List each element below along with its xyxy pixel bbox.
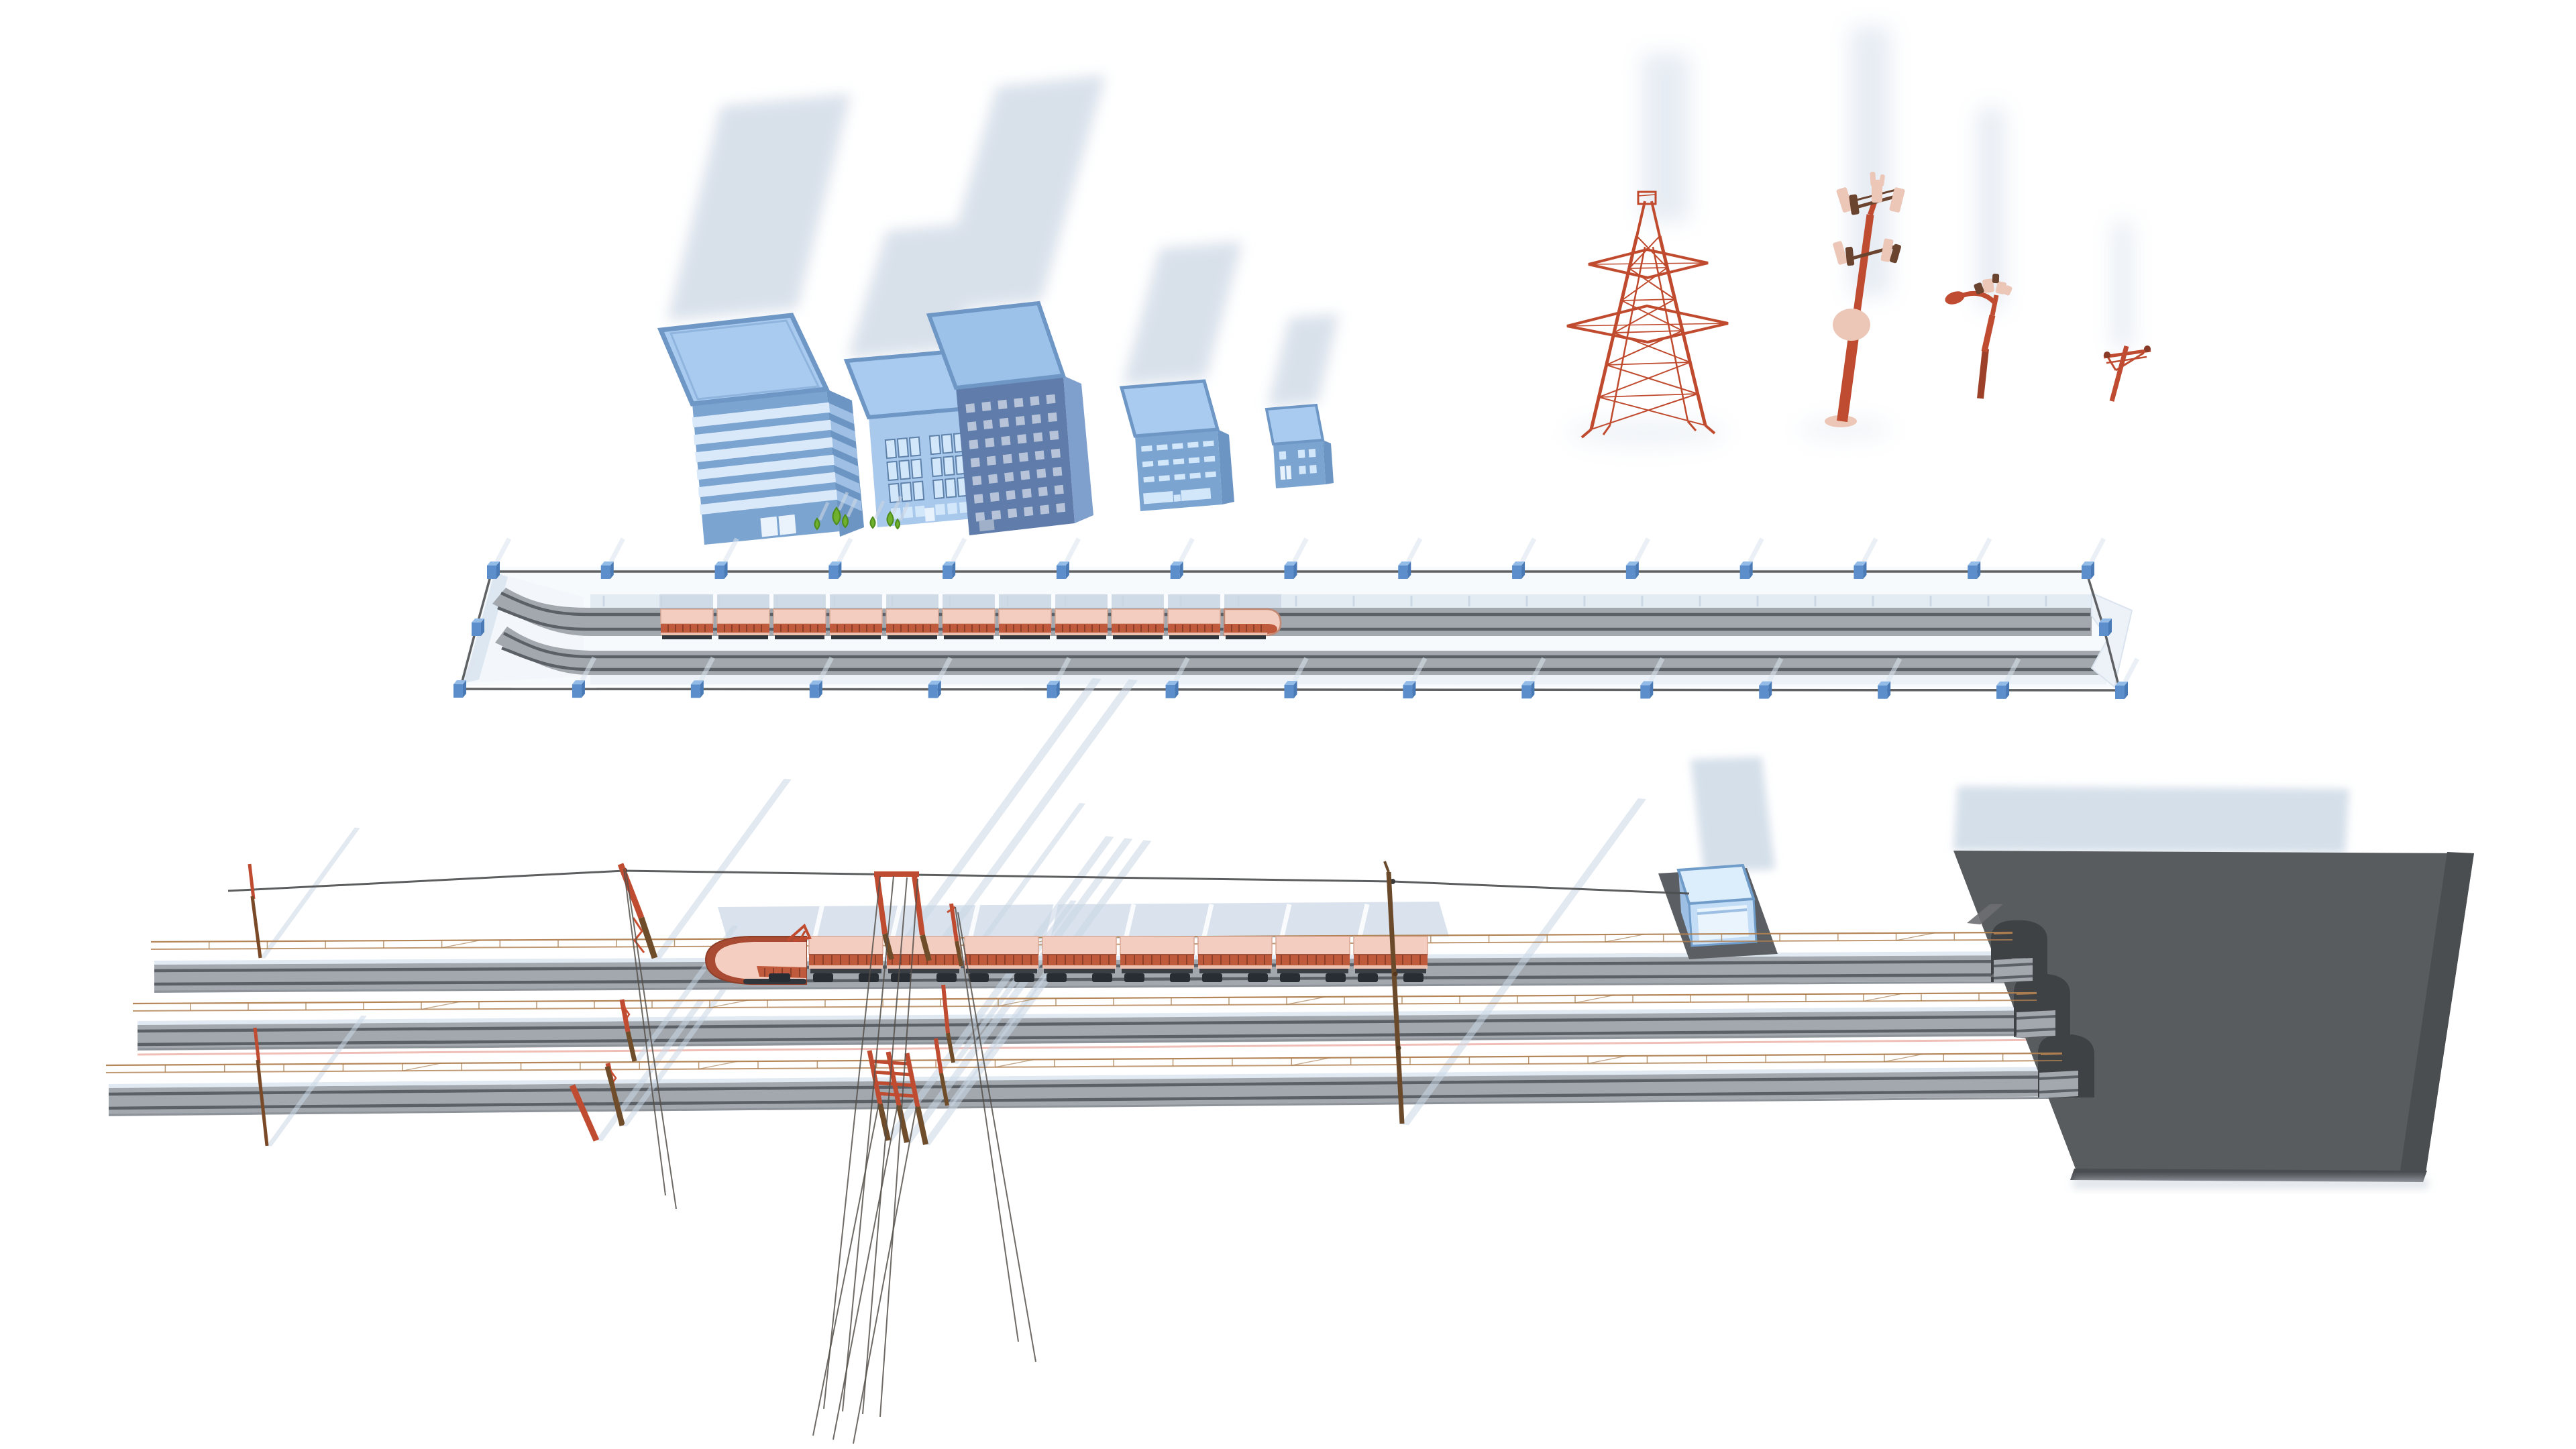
lower-tracks [108, 951, 2080, 1116]
shadow-small-house [1268, 314, 1339, 407]
track-3-rail-2 [108, 1089, 2080, 1110]
telecom-antenna-tower [1825, 171, 1905, 427]
hut-roof [1676, 863, 1756, 906]
hut-left-face [1678, 870, 1692, 946]
upper-train-shadow [659, 594, 1281, 608]
building-striped-office-tower [657, 313, 864, 545]
track-3-edge [109, 1067, 2080, 1088]
shadow-striped-office [667, 94, 851, 321]
upper-train-shadow-notches [713, 594, 1224, 608]
utility-pole [2103, 345, 2151, 402]
b4-side [1218, 429, 1234, 504]
track-3-stub [2039, 1071, 2078, 1098]
yard-edge-band-south [590, 675, 2106, 684]
shadow-pylon [1642, 54, 1689, 221]
yard-track-south-rail-1 [502, 631, 2105, 659]
yard-track-south [495, 627, 2106, 675]
b1-roof-inset [669, 319, 820, 400]
fence-post-shadows [461, 537, 2140, 683]
track-1-stub-rail [1993, 963, 2033, 967]
fence-posts [453, 561, 2128, 699]
hut-shadow [1690, 757, 1775, 872]
tunnel-shadow [1953, 786, 2349, 853]
fenced-rail-yard [458, 567, 2133, 688]
trackside-substation-hut [1658, 757, 1778, 959]
track-3-stub-rail [2039, 1075, 2079, 1080]
building-dark-apartment-tower [926, 301, 1093, 535]
track-2-stub [2017, 1010, 2055, 1038]
track-2-red-marker [137, 1038, 2053, 1056]
building-small-office-block [1119, 379, 1234, 511]
shadow-small-office [1123, 241, 1242, 385]
track-2-stub-rail [2016, 1015, 2056, 1020]
yard-track-south-rail-2 [501, 646, 2105, 672]
commuter-train [660, 608, 1282, 639]
track-2-shade [137, 1033, 2057, 1051]
tunnel-portal [1953, 786, 2474, 1189]
high-speed-train [704, 923, 1428, 985]
track-3-rail-1 [108, 1075, 2080, 1096]
lower-train-shadow-notches [812, 904, 1370, 940]
tunnel-ground-shadow [2073, 1178, 2428, 1189]
track-3-shade [108, 1096, 2080, 1116]
yard-fence [453, 537, 2140, 699]
yard-track-north-rail-2 [497, 606, 2090, 631]
track-2-edge [138, 1006, 2056, 1025]
hut-opening-shade [1697, 908, 1748, 915]
shadow-utility-pole [2113, 221, 2132, 349]
track-2-rail-1 [137, 1014, 2057, 1033]
tower-shadows [1566, 27, 2132, 447]
lattice-transmission-pylon [1566, 191, 1729, 439]
b5-front [1273, 440, 1326, 488]
shadow-cell-base [1798, 419, 1892, 440]
building-small-house [1265, 403, 1334, 488]
trees-group [814, 491, 910, 531]
buildings-group [657, 301, 1334, 545]
track-3-stub-rail2 [2039, 1089, 2079, 1093]
shadow-dark-tower [932, 75, 1106, 312]
shadow-street-light [1978, 107, 2004, 309]
yard-end-chevron [2090, 592, 2133, 688]
guy-wires [623, 868, 1036, 1444]
tunnel-right-shade [2400, 852, 2474, 1173]
yard-track-north-rail-1 [500, 591, 2090, 616]
street-light-small-cell-pole [1945, 273, 2012, 399]
b3-roof [926, 301, 1067, 390]
track-2-rail-2 [137, 1028, 2057, 1046]
b3-side [1063, 376, 1093, 523]
b1-roof [657, 313, 830, 407]
track-2-stub-rail2 [2016, 1028, 2056, 1032]
b4-roof [1119, 379, 1220, 438]
b5-side [1323, 440, 1334, 484]
b5-roof [1265, 403, 1325, 446]
track-1-shade [154, 981, 2033, 993]
shadow-pylon-base [1566, 418, 1727, 447]
track-1-stub-rail2 [1993, 975, 2033, 979]
